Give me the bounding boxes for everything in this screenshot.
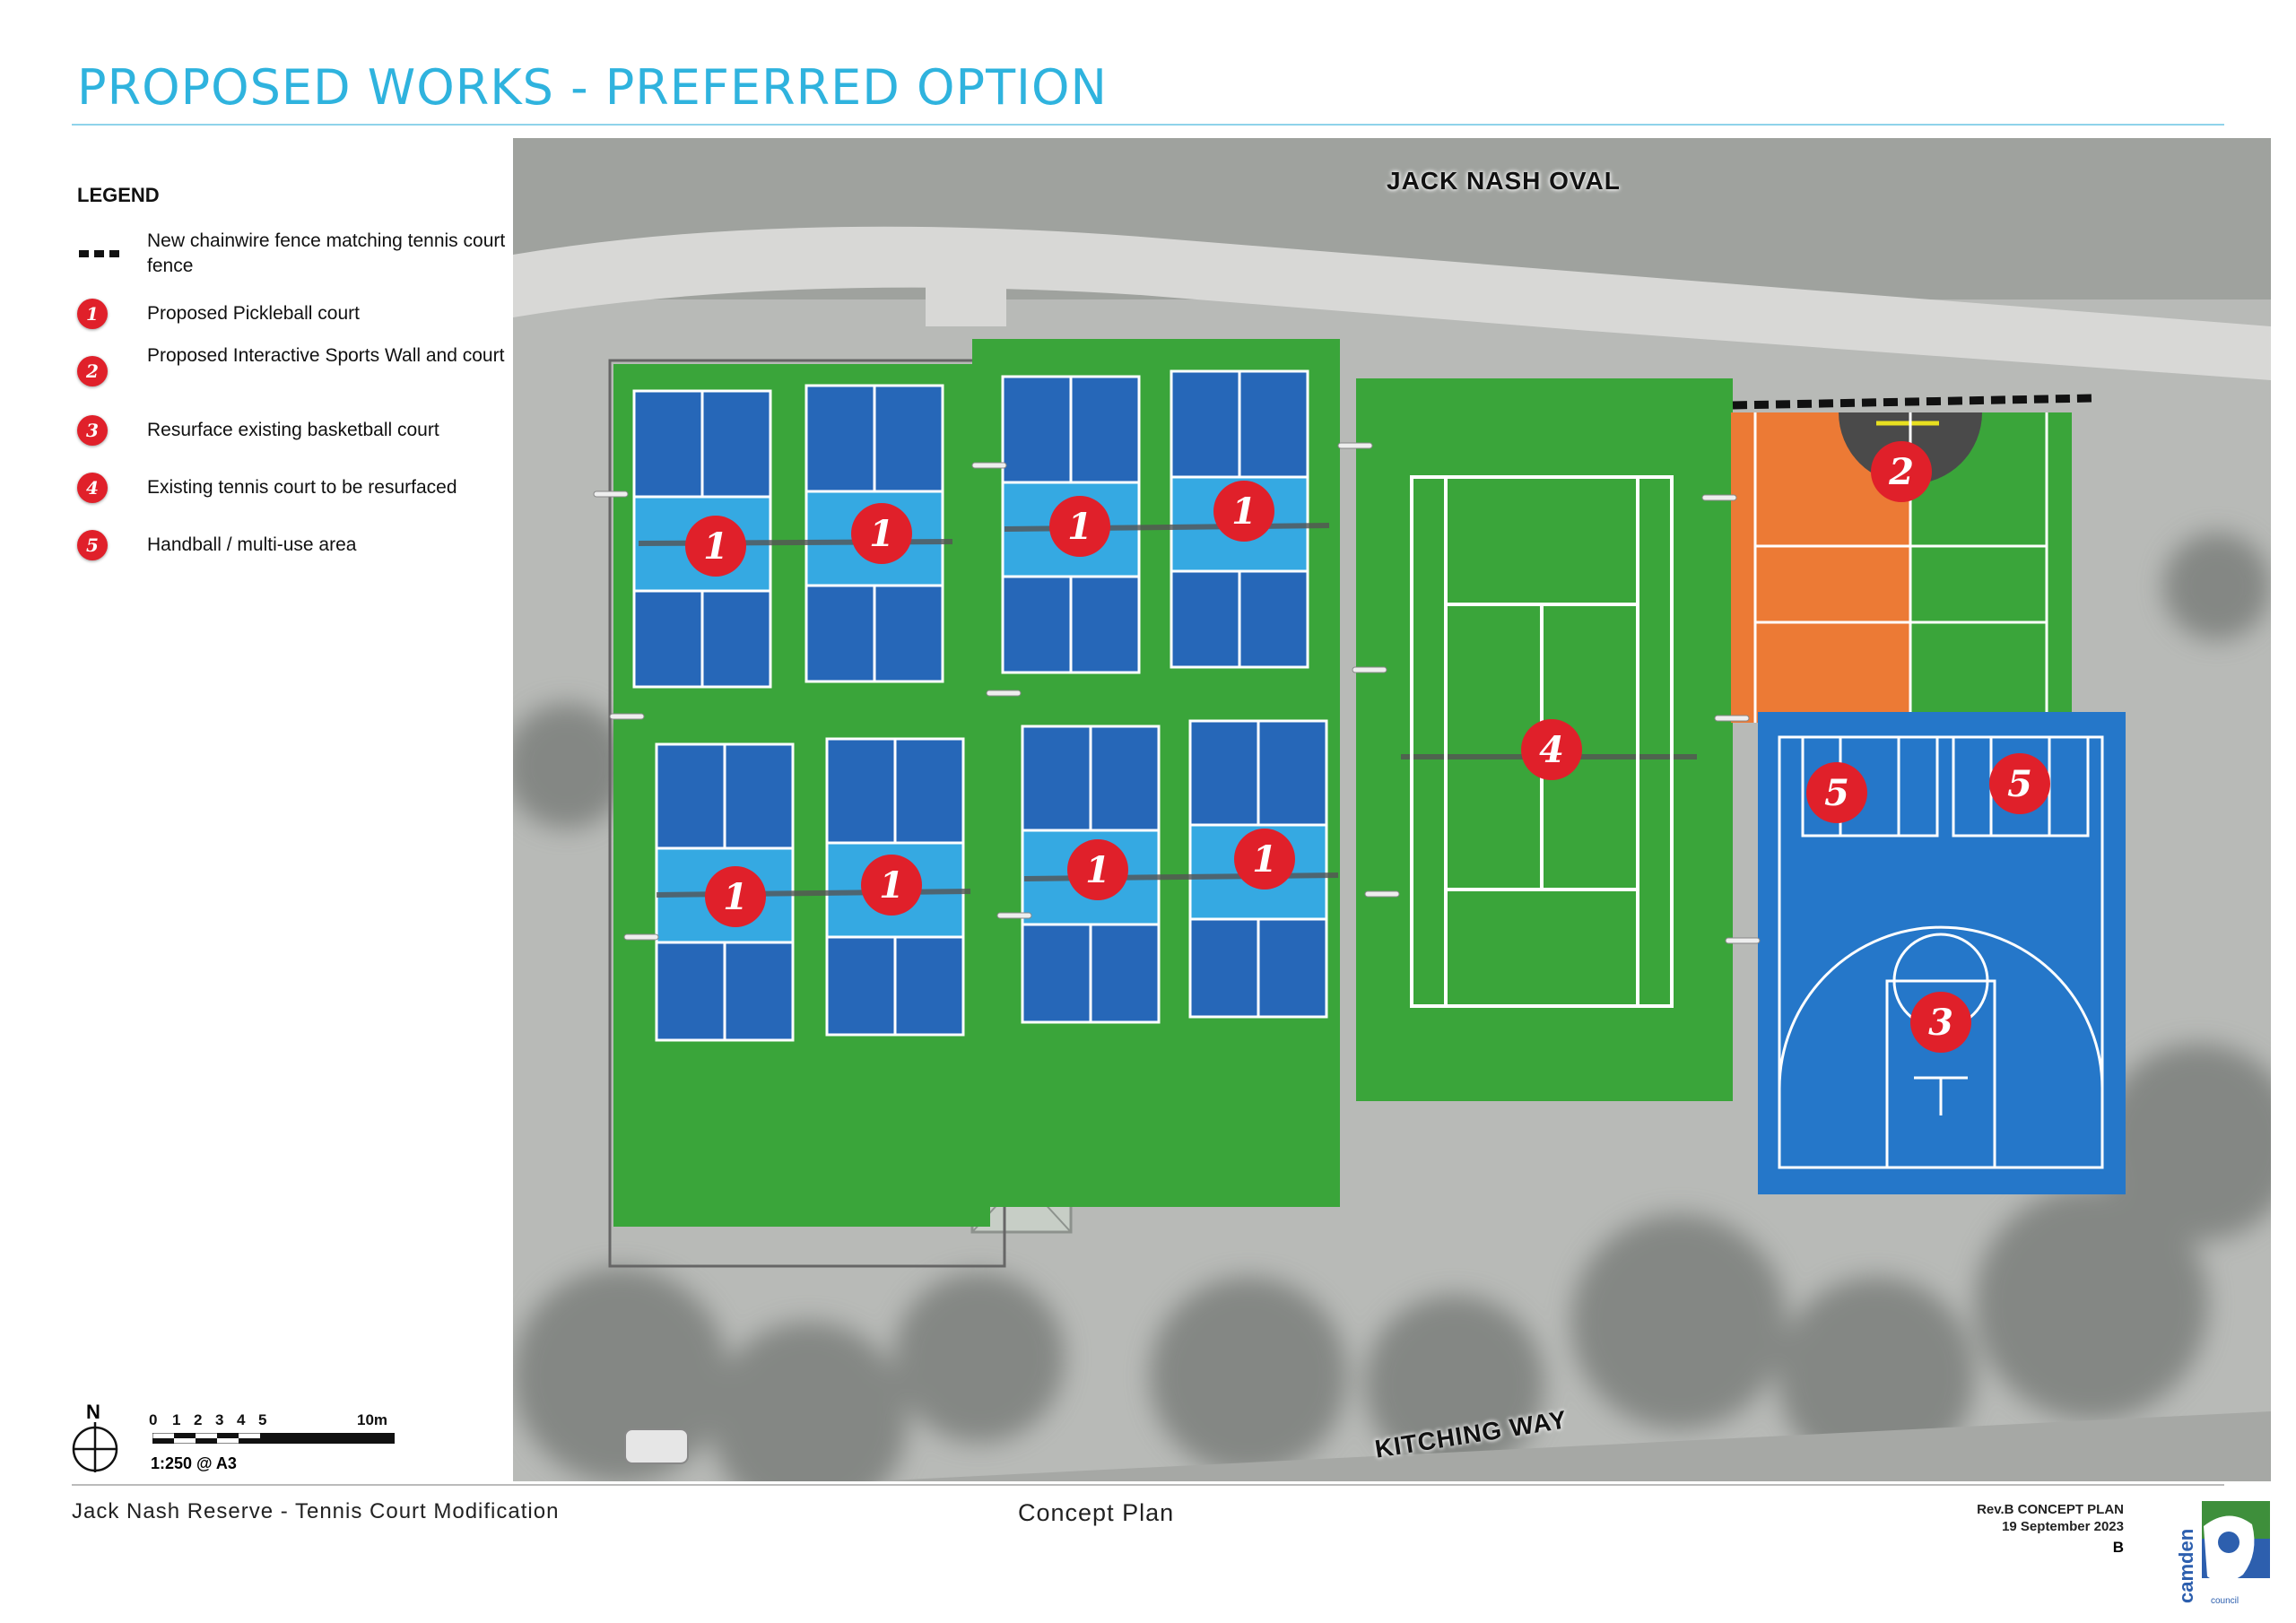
svg-text:1: 1 — [723, 876, 748, 918]
svg-text:2: 2 — [1888, 451, 1914, 493]
scale-tick-5: 5 — [258, 1411, 267, 1428]
svg-text:1: 1 — [879, 864, 904, 907]
marker-1-a: 1 — [685, 516, 746, 577]
scale-tick-3: 3 — [215, 1411, 224, 1428]
drawing-title: Concept Plan — [1018, 1499, 1175, 1526]
compass-icon — [72, 1422, 118, 1472]
svg-text:5: 5 — [1824, 772, 1849, 814]
marker-4: 4 — [1521, 719, 1582, 780]
project-name: Jack Nash Reserve - Tennis Court Modific… — [72, 1499, 560, 1523]
revision-block: Rev.B CONCEPT PLAN 19 September 2023 — [1977, 1501, 2124, 1535]
svg-text:1: 1 — [1067, 506, 1092, 548]
marker-3: 3 — [1910, 992, 1971, 1053]
svg-text:1: 1 — [1252, 838, 1277, 881]
marker-1-d: 1 — [1213, 481, 1274, 542]
marker-1-h: 1 — [1234, 829, 1295, 890]
marker-1-c: 1 — [1049, 496, 1110, 557]
marker-5-icon: 5 — [77, 530, 108, 560]
svg-text:3: 3 — [1928, 1002, 1953, 1044]
marker-1-b: 1 — [851, 503, 912, 564]
marker-2: 2 — [1871, 441, 1932, 502]
scale-tick-1: 1 — [172, 1411, 181, 1428]
svg-text:1: 1 — [1231, 490, 1257, 533]
svg-text:council: council — [2211, 1596, 2239, 1606]
scale-tick-2: 2 — [194, 1411, 203, 1428]
svg-text:5: 5 — [2007, 763, 2032, 805]
marker-3-icon: 3 — [77, 415, 108, 446]
scale-tick-4: 4 — [237, 1411, 246, 1428]
camden-council-logo: camden council — [2175, 1501, 2270, 1606]
label-jack-nash-oval: JACK NASH OVAL — [1387, 167, 1621, 195]
title-divider — [72, 124, 2224, 126]
revision-code: B — [2112, 1539, 2124, 1556]
aerial-plan: 1 1 1 1 1 1 1 1 2 3 4 5 5 — [513, 138, 2271, 1481]
page-title: PROPOSED WORKS - PREFERRED OPTION — [77, 59, 1108, 116]
svg-text:4: 4 — [1539, 729, 1564, 771]
legend-heading: LEGEND — [77, 184, 160, 206]
svg-text:1: 1 — [703, 525, 728, 568]
svg-text:1: 1 — [1085, 849, 1110, 891]
marker-1-g: 1 — [1067, 839, 1128, 900]
svg-text:camden: camden — [2175, 1529, 2197, 1603]
marker-2-icon: 2 — [77, 356, 108, 386]
svg-text:1: 1 — [869, 513, 894, 555]
scale-ratio: 1:250 @ A3 — [151, 1454, 237, 1472]
revision-date: 19 September 2023 — [2002, 1519, 2124, 1534]
scale-bar — [152, 1433, 395, 1444]
revision-line: Rev.B CONCEPT PLAN — [1977, 1502, 2124, 1517]
north-label: N — [86, 1401, 100, 1423]
marker-5-a: 5 — [1806, 762, 1867, 823]
marker-4-icon: 4 — [77, 473, 108, 503]
footer-divider — [72, 1484, 2224, 1486]
marker-5-b: 5 — [1989, 753, 2050, 814]
legend: LEGEND New chainwire fence matching tenn… — [77, 184, 505, 560]
marker-1-e: 1 — [705, 866, 766, 927]
scale-tick-0: 0 — [149, 1411, 158, 1428]
fence-icon — [79, 250, 120, 257]
site-plan-map: 1 1 1 1 1 1 1 1 2 3 4 5 5 JACK NASH OVAL… — [513, 138, 2271, 1481]
marker-1-icon: 1 — [77, 299, 108, 329]
scale-tick-10: 10m — [357, 1411, 388, 1428]
marker-1-f: 1 — [861, 855, 922, 916]
